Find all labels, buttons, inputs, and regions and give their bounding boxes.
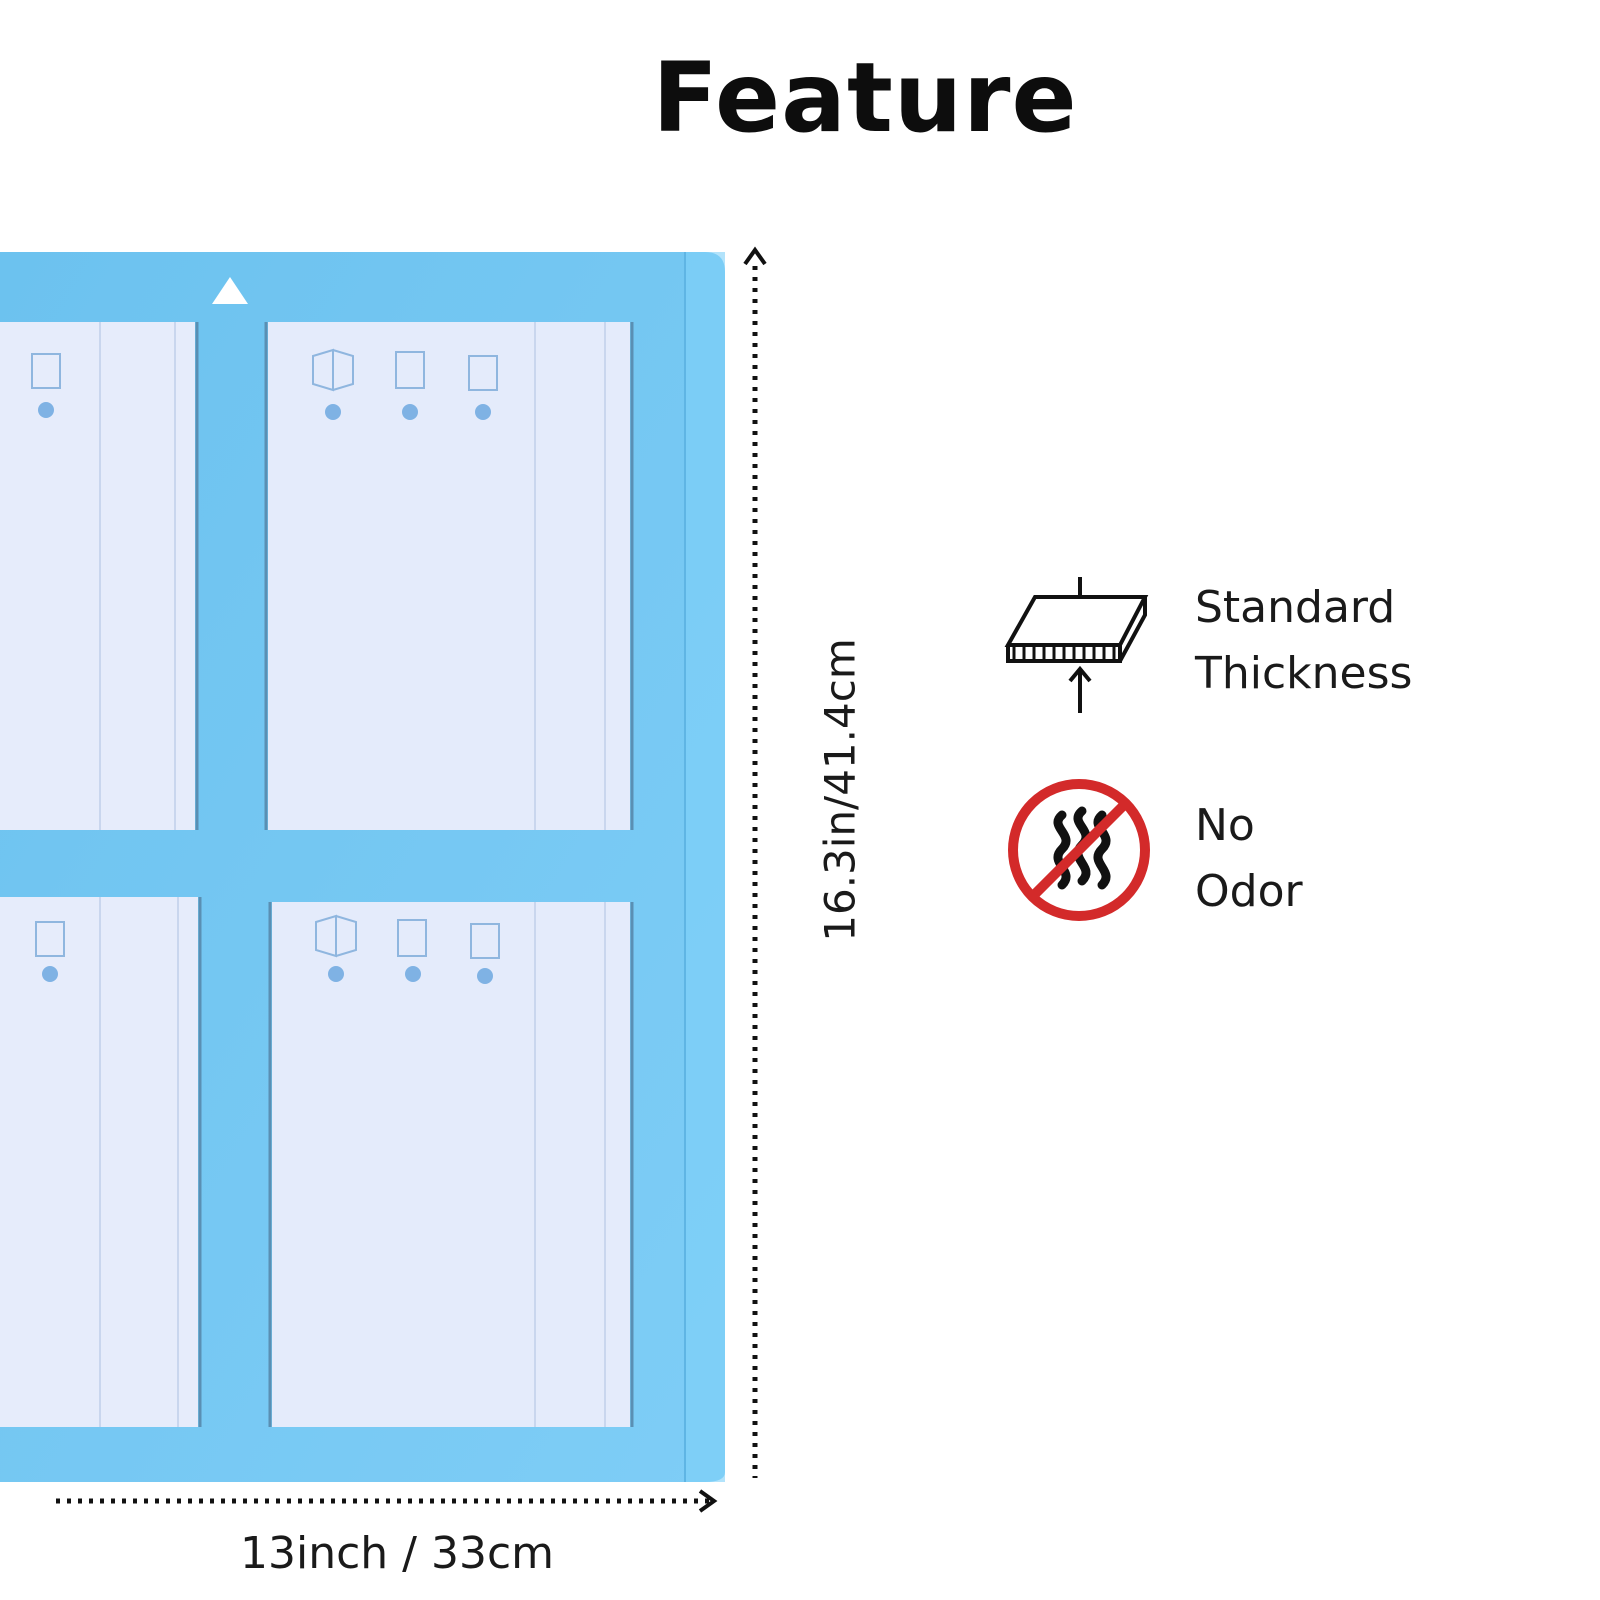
no-odor-icon xyxy=(1008,779,1150,921)
thickness-icon xyxy=(1004,577,1149,713)
feature-label-line2: Thickness xyxy=(1195,648,1413,699)
feature-label-line1: Standard xyxy=(1195,582,1396,633)
feature-no-odor: No Odor xyxy=(1000,775,1560,935)
width-dimension-label: 13inch / 33cm xyxy=(240,1528,555,1579)
feature-label-line2: Odor xyxy=(1195,866,1303,917)
height-dimension-label: 16.3in/41.4cm xyxy=(815,638,865,942)
cutting-mat-image xyxy=(0,252,725,1482)
feature-standard-thickness: Standard Thickness xyxy=(1000,575,1560,735)
feature-label-line1: No xyxy=(1195,800,1255,851)
page-title: Feature xyxy=(652,42,1078,154)
width-arrow xyxy=(56,1489,718,1513)
height-arrow xyxy=(743,246,767,1478)
